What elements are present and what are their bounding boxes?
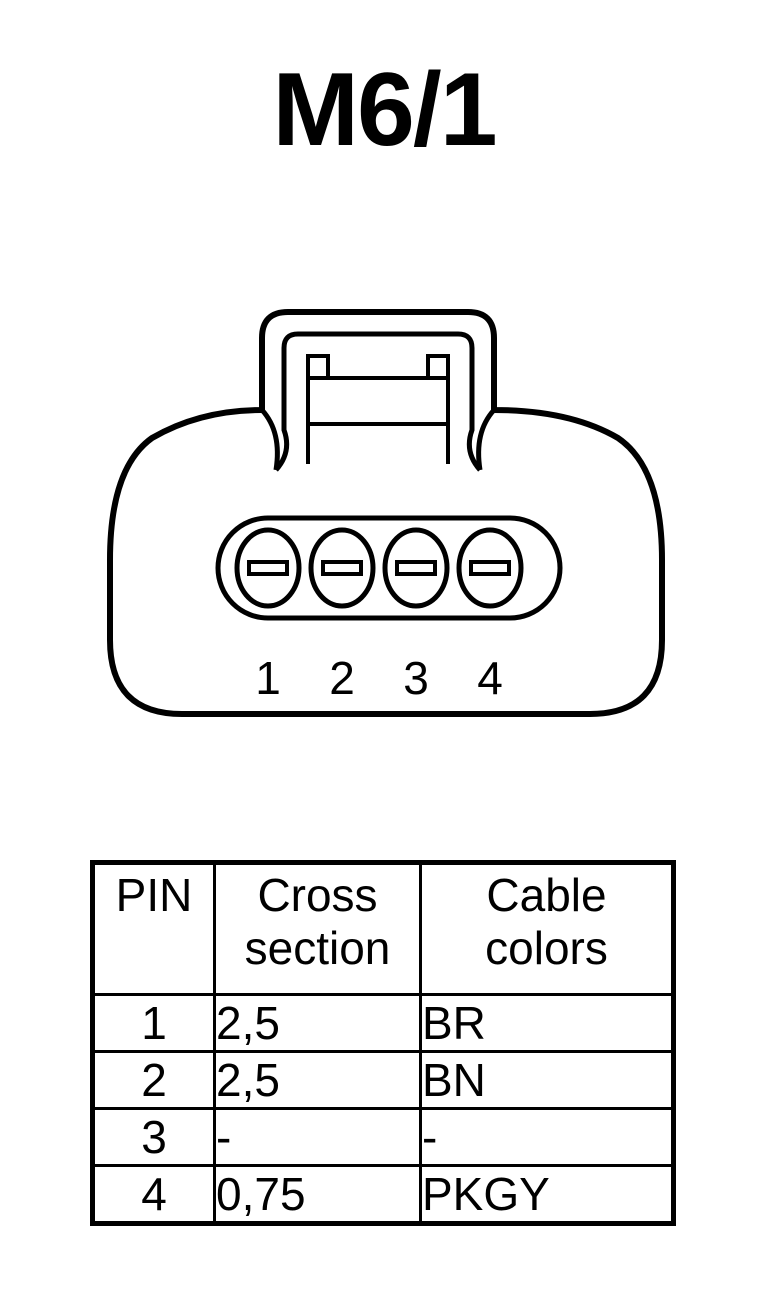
header-cable-colors-line2: colors bbox=[485, 921, 608, 974]
latch-left-arc bbox=[260, 408, 280, 471]
pin-socket bbox=[456, 527, 524, 609]
cell-cross-section: 2,5 bbox=[213, 993, 422, 1053]
table-row: 4 0,75 PKGY bbox=[91, 1164, 675, 1225]
cell-pin: 1 bbox=[91, 993, 216, 1053]
cell-pin: 2 bbox=[91, 1050, 216, 1110]
cell-pin: 4 bbox=[91, 1164, 216, 1225]
pin-number-label: 4 bbox=[477, 652, 503, 704]
cell-cable-color: - bbox=[419, 1107, 675, 1167]
header-cable-colors: Cable colors bbox=[419, 861, 675, 996]
pin-number-label: 1 bbox=[255, 652, 281, 704]
table-header-row: PIN Cross section Cable colors bbox=[91, 861, 675, 996]
pin-assignment-table: PIN Cross section Cable colors 1 2,5 BR … bbox=[90, 860, 676, 1226]
table-row: 3 - - bbox=[91, 1107, 675, 1167]
pin-number-label: 3 bbox=[403, 652, 429, 704]
pin-socket bbox=[382, 527, 450, 609]
cell-cross-section: 2,5 bbox=[213, 1050, 422, 1110]
pin-socket bbox=[308, 527, 376, 609]
cell-cross-section: 0,75 bbox=[213, 1164, 422, 1225]
connector-housing bbox=[107, 309, 665, 717]
latch-right-arc bbox=[476, 408, 496, 471]
cell-cable-color: BR bbox=[419, 993, 675, 1053]
latch-inner bbox=[274, 331, 482, 472]
header-cable-colors-line1: Cable bbox=[486, 869, 607, 921]
pin-contact-slot bbox=[395, 560, 437, 576]
cell-cable-color: PKGY bbox=[419, 1164, 675, 1225]
pin-group bbox=[234, 527, 524, 609]
latch-tab-right bbox=[426, 354, 450, 380]
header-cross-section: Cross section bbox=[213, 861, 422, 996]
pin-contact-slot bbox=[469, 560, 511, 576]
pin-contact-slot bbox=[247, 560, 289, 576]
pin-number-label: 2 bbox=[329, 652, 355, 704]
header-pin: PIN bbox=[91, 861, 216, 996]
cell-cable-color: BN bbox=[419, 1050, 675, 1110]
latch-tab-left bbox=[306, 354, 330, 380]
table-row: 1 2,5 BR bbox=[91, 993, 675, 1053]
connector-title: M6/1 bbox=[272, 52, 497, 168]
table-row: 2 2,5 BN bbox=[91, 1050, 675, 1110]
header-cross-section-line2: section bbox=[244, 921, 391, 974]
pin-contact-slot bbox=[321, 560, 363, 576]
pin-socket bbox=[234, 527, 302, 609]
cell-pin: 3 bbox=[91, 1107, 216, 1167]
header-cross-section-line1: Cross bbox=[257, 869, 378, 921]
cell-cross-section: - bbox=[213, 1107, 422, 1167]
